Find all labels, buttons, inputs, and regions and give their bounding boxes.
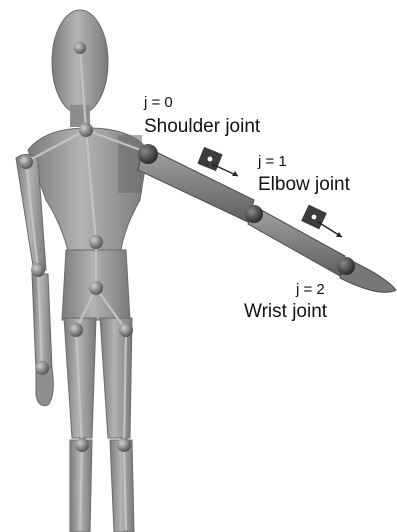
shoulder-joint-ball [138, 144, 158, 164]
sensor-upper-arm [197, 147, 238, 176]
elbow-joint-ball [245, 205, 263, 223]
elbow-joint-index: j = 1 [258, 154, 287, 169]
wrist-joint-index: j = 2 [296, 282, 325, 297]
shoulder-joint-label: Shoulder joint [144, 117, 260, 136]
shoulder-joint-index: j = 0 [144, 95, 173, 110]
head [52, 10, 108, 127]
wrist-joint-label: Wrist joint [244, 302, 327, 321]
sensor-forearm [301, 205, 342, 237]
wrist-joint-ball [337, 257, 355, 275]
elbow-joint-label: Elbow joint [258, 175, 350, 194]
